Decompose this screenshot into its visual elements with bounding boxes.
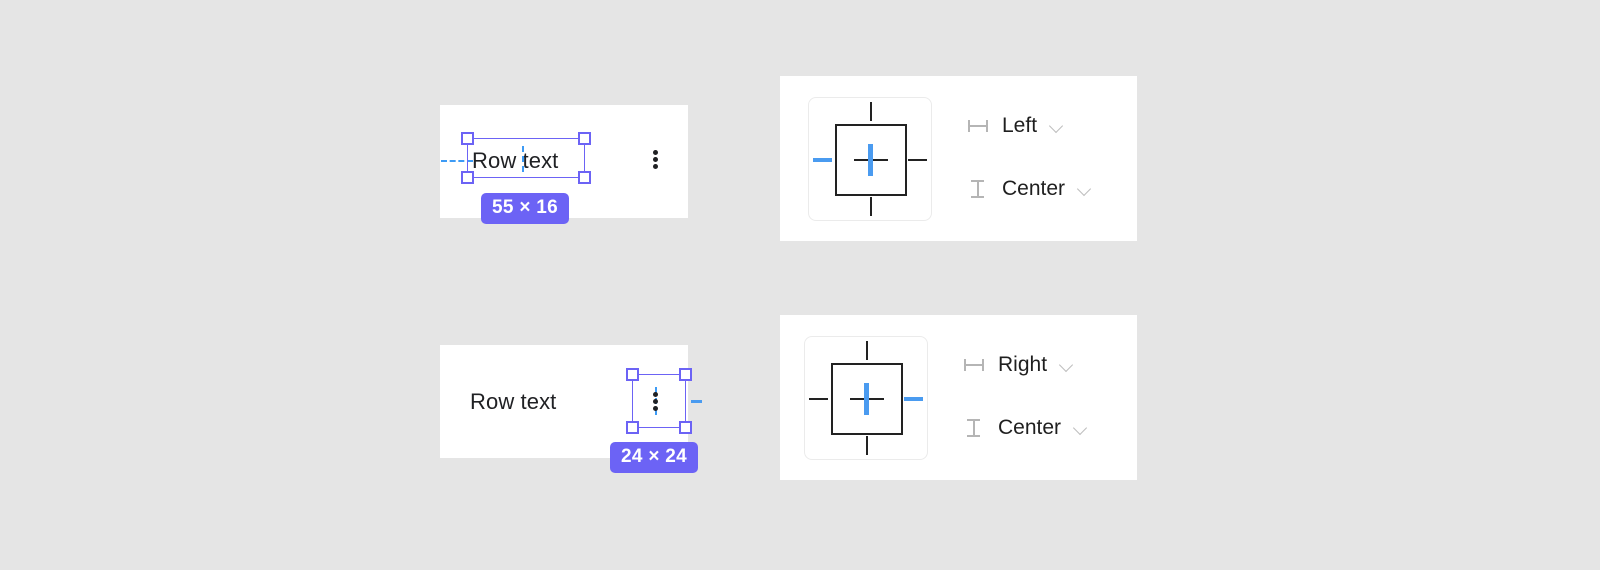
vertical-constraint-dropdown-bottom[interactable]: Center	[962, 416, 1089, 440]
constraint-stub-left-active[interactable]	[813, 158, 832, 163]
resize-handle-bottom-left[interactable]	[461, 171, 474, 184]
horizontal-constraint-dropdown-top[interactable]: Left	[966, 114, 1065, 138]
vertical-constraint-value: Center	[1002, 177, 1066, 200]
constraint-stub-left[interactable]	[809, 398, 828, 401]
height-constraint-icon	[962, 416, 986, 440]
resize-handle-top-right[interactable]	[578, 132, 591, 145]
resize-handle-bottom-right[interactable]	[679, 421, 692, 434]
kebab-menu-icon-top[interactable]	[644, 147, 668, 171]
constraints-inner-box	[835, 124, 907, 196]
constraint-center-vertical-active[interactable]	[868, 144, 873, 176]
size-badge-bottom: 24 × 24	[610, 442, 699, 473]
vertical-constraint-value: Center	[998, 416, 1062, 439]
resize-handle-top-left[interactable]	[626, 368, 639, 381]
kebab-menu-icon-bottom[interactable]	[644, 389, 668, 413]
row-label-bottom: Row text	[470, 389, 557, 414]
vertical-constraint-dropdown-top[interactable]: Center	[966, 177, 1093, 201]
constraint-stub-right-active[interactable]	[904, 397, 923, 402]
kebab-dot	[653, 150, 658, 155]
constraint-stub-top[interactable]	[866, 341, 869, 360]
width-constraint-icon	[966, 114, 990, 138]
resize-handle-top-right[interactable]	[679, 368, 692, 381]
kebab-dot	[653, 392, 658, 397]
constraint-stub-bottom[interactable]	[870, 197, 873, 216]
width-constraint-icon	[962, 353, 986, 377]
chevron-down-icon[interactable]	[1059, 357, 1075, 373]
kebab-dot	[653, 406, 658, 411]
resize-handle-bottom-right[interactable]	[578, 171, 591, 184]
constraints-inner-box	[831, 363, 903, 435]
horizontal-constraint-dropdown-bottom[interactable]: Right	[962, 353, 1075, 377]
constraint-edge-tick	[691, 400, 702, 403]
constraints-widget-top[interactable]	[808, 97, 932, 221]
chevron-down-icon[interactable]	[1073, 420, 1089, 436]
size-badge-top: 55 × 16	[481, 193, 570, 224]
row-card-bottom[interactable]	[440, 345, 688, 458]
horizontal-constraint-value: Right	[998, 353, 1048, 376]
kebab-dot	[653, 164, 658, 169]
row-label-top: Row text	[472, 148, 559, 173]
selection-frame-icon[interactable]	[626, 368, 692, 434]
constraints-widget-bottom[interactable]	[804, 336, 928, 460]
chevron-down-icon[interactable]	[1077, 181, 1093, 197]
height-constraint-icon	[966, 177, 990, 201]
selection-frame-text[interactable]	[461, 132, 591, 184]
text-caret-guide	[522, 146, 524, 172]
baseline-guide	[441, 160, 473, 162]
constraint-stub-top[interactable]	[870, 102, 873, 121]
chevron-down-icon[interactable]	[1049, 118, 1065, 134]
constraint-stub-right[interactable]	[908, 159, 927, 162]
constraint-center-vertical-active[interactable]	[864, 383, 869, 415]
kebab-dot	[653, 399, 658, 404]
resize-handle-top-left[interactable]	[461, 132, 474, 145]
kebab-dot	[653, 157, 658, 162]
constraint-stub-bottom[interactable]	[866, 436, 869, 455]
resize-handle-bottom-left[interactable]	[626, 421, 639, 434]
horizontal-constraint-value: Left	[1002, 114, 1038, 137]
